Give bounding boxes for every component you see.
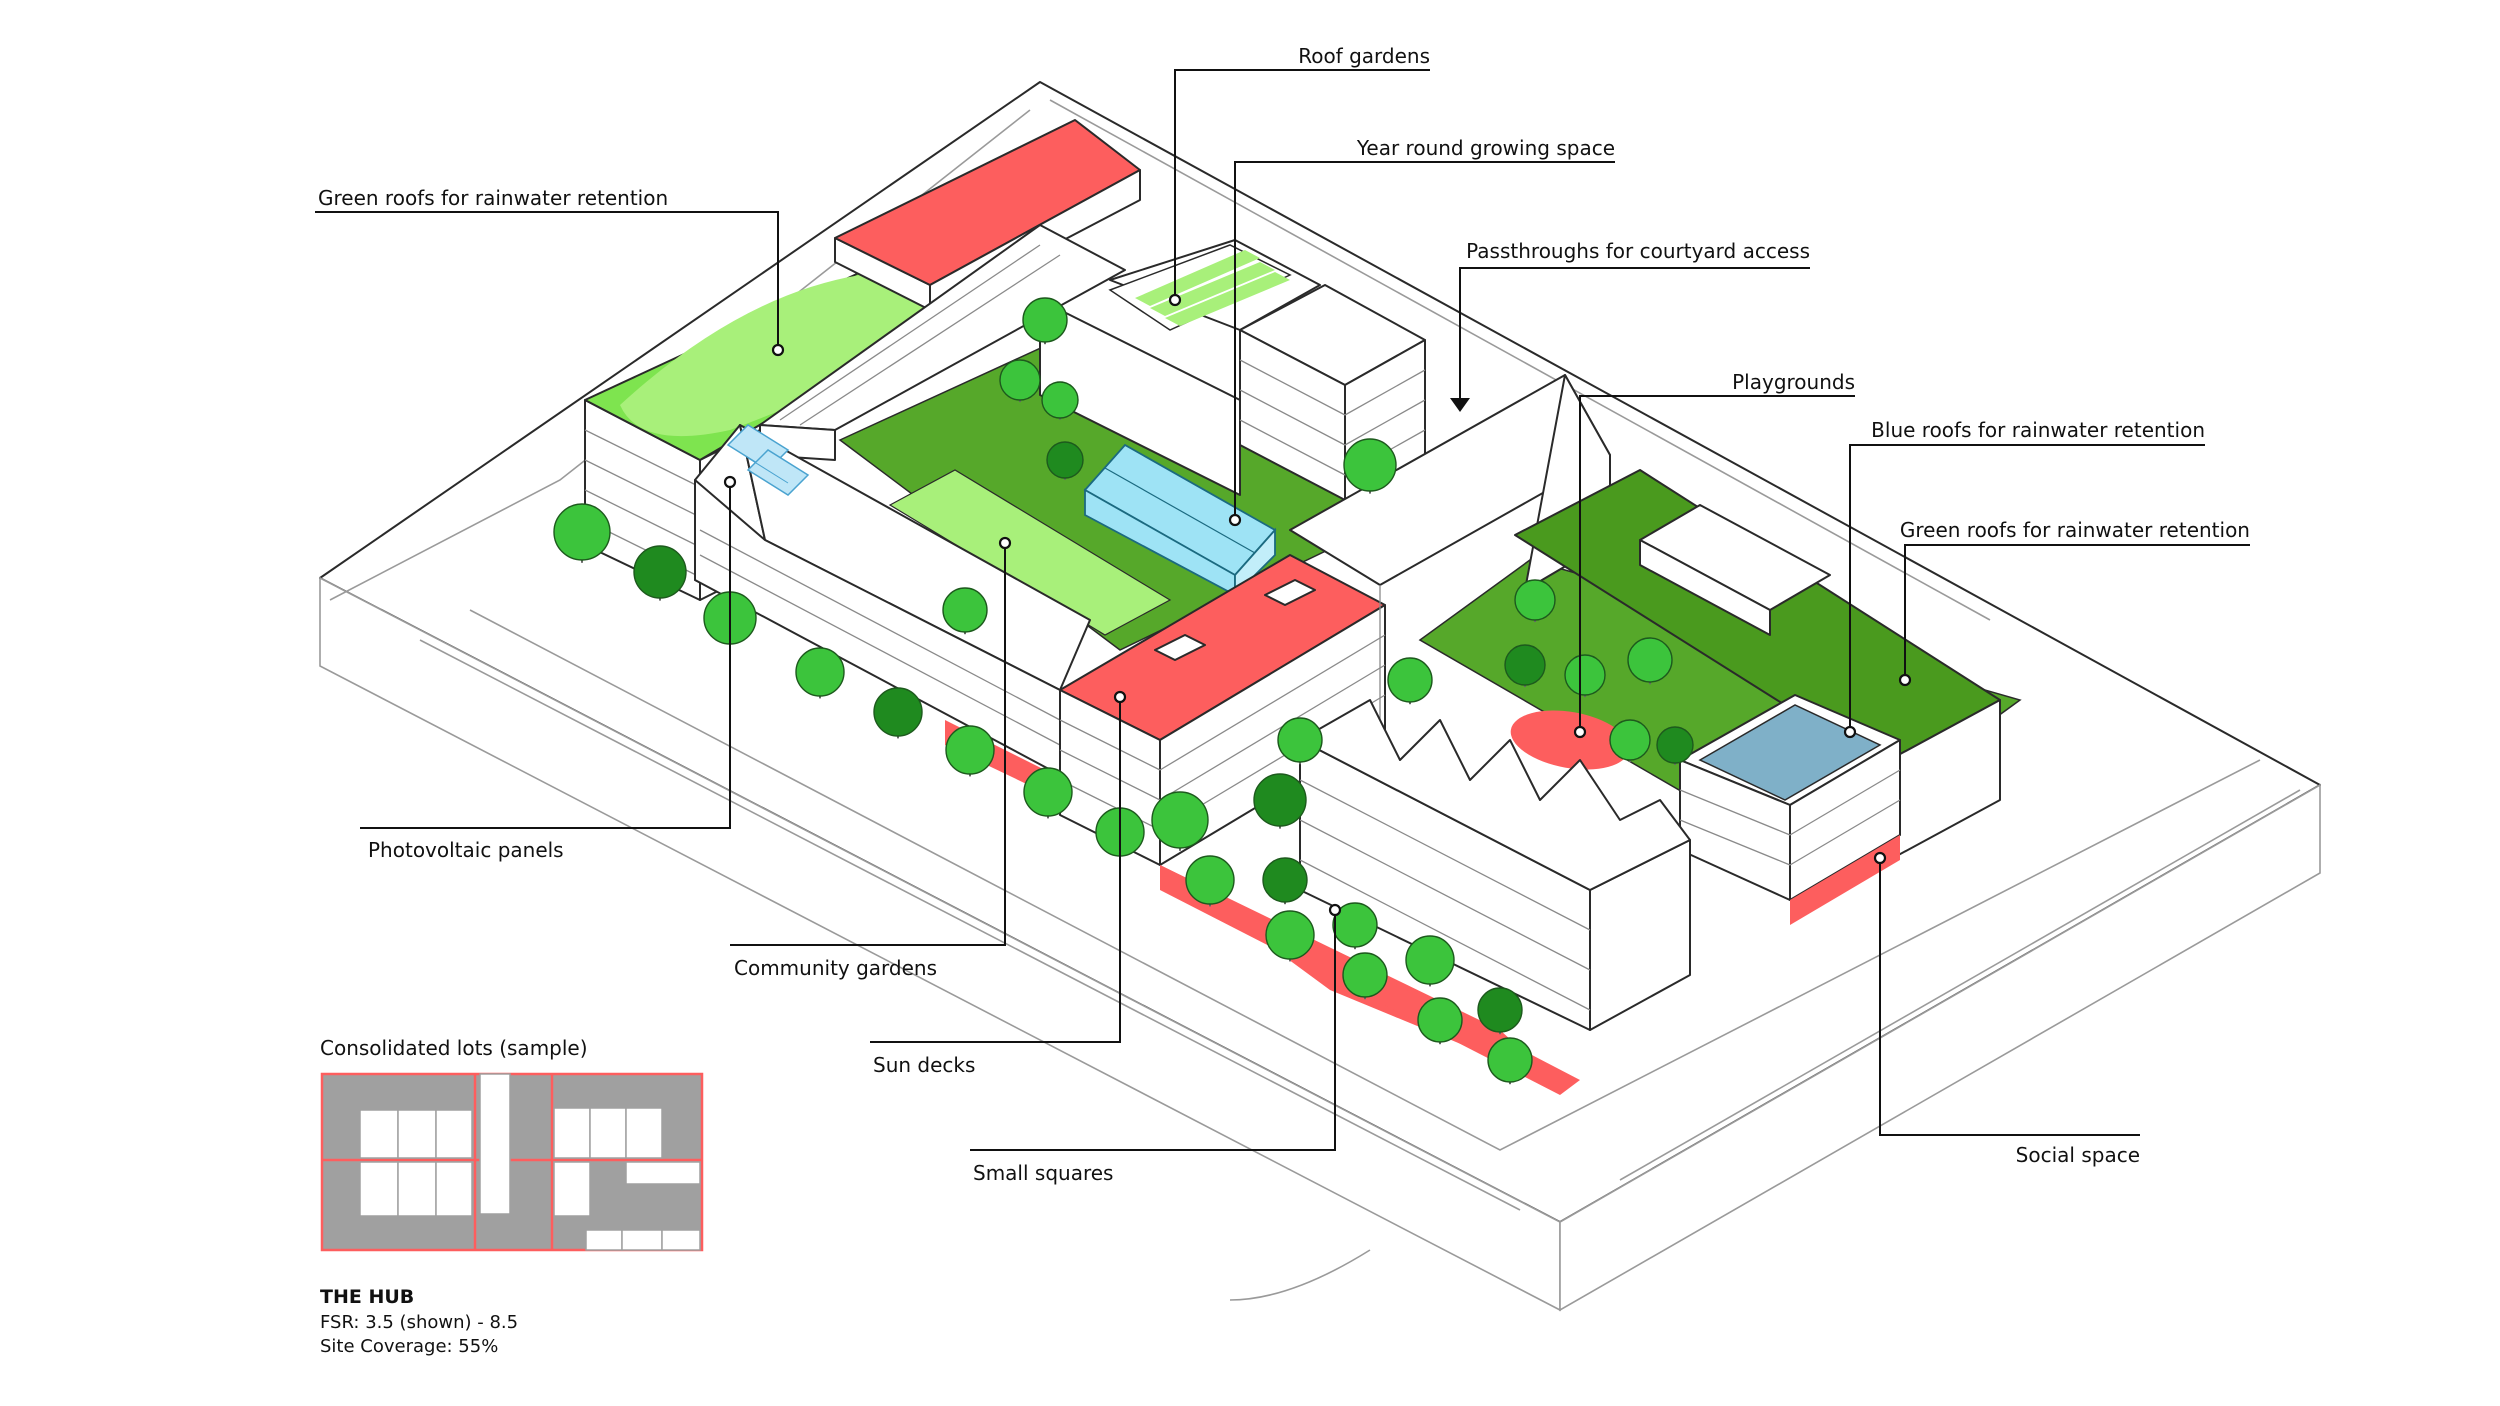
tree	[1504, 644, 1546, 687]
tree	[1343, 438, 1397, 494]
tree	[942, 587, 988, 635]
tree	[1151, 791, 1209, 851]
lots-buildings	[359, 1073, 701, 1251]
tree	[1405, 935, 1455, 987]
building-h-roof-box-face	[1639, 539, 1771, 636]
leader-passthroughs	[1459, 267, 1810, 405]
tree	[1342, 952, 1388, 1000]
label-passthroughs: Passthroughs for courtyard access	[1466, 239, 1810, 263]
building-i	[1679, 694, 1901, 925]
building-f	[1059, 554, 1386, 866]
sun-deck-box-2	[1264, 579, 1316, 606]
leader-dots	[723, 293, 1912, 917]
leader-roof-gardens	[1174, 69, 1430, 300]
street-curb-inner	[469, 609, 2261, 1151]
tree	[1609, 719, 1651, 762]
social-space-strip	[1790, 835, 1900, 925]
label-roof-gardens: Roof gardens	[1298, 44, 1430, 68]
tree	[1265, 910, 1315, 962]
tree	[1262, 857, 1308, 905]
building-h	[1514, 469, 2001, 866]
leader-photovoltaic	[360, 482, 731, 829]
playground	[1510, 710, 1630, 770]
legend-title: Consolidated lots (sample)	[320, 1036, 588, 1060]
sun-deck-box-1	[1154, 634, 1206, 661]
tree	[999, 359, 1041, 402]
leader-sun-decks	[870, 697, 1121, 1043]
tree	[795, 647, 845, 699]
tree	[1514, 579, 1556, 622]
tree	[1477, 987, 1523, 1035]
tree	[1627, 637, 1673, 685]
tree	[1046, 441, 1084, 480]
tree	[1022, 297, 1068, 345]
tree	[1564, 654, 1606, 697]
building-d	[1039, 239, 1426, 501]
leader-year-round	[1234, 161, 1615, 520]
tree	[1253, 773, 1307, 829]
hub-site-coverage: Site Coverage: 55%	[320, 1336, 499, 1357]
label-small-squares: Small squares	[973, 1161, 1113, 1185]
tree	[1185, 855, 1235, 907]
photovoltaic-panels	[726, 424, 810, 496]
label-green-roofs-right: Green roofs for rainwater retention	[1900, 518, 2250, 542]
tree	[553, 503, 611, 563]
hub-title: THE HUB	[320, 1286, 415, 1308]
building-j-floor-lines	[1299, 779, 1591, 1011]
trees	[553, 297, 1694, 1085]
street-curb-top	[1049, 99, 1991, 621]
street-curb-front	[419, 639, 1521, 1211]
street-corner-curve	[1229, 1249, 1371, 1301]
greenhouse	[1083, 443, 1277, 598]
consolidated-lots-map	[320, 1072, 704, 1252]
leader-social-space	[1879, 858, 2140, 1136]
leader-community	[730, 543, 1006, 946]
leader-green-roof-left	[315, 211, 779, 350]
label-year-round-growing: Year round growing space	[1356, 136, 1615, 160]
leader-green-roof-right	[1904, 544, 2250, 680]
building-d-face	[1039, 299, 1241, 496]
tree	[1417, 997, 1463, 1045]
leader-blue-roofs	[1849, 444, 2205, 732]
street-curb-right	[1619, 789, 2301, 1181]
lots-gray-block	[590, 1184, 700, 1230]
building-d-floor-lines	[1239, 359, 1426, 476]
callout-labels: Roof gardens Year round growing space Gr…	[318, 44, 2250, 1185]
building-f-floor-lines	[1059, 634, 1386, 831]
tree	[1487, 1037, 1533, 1085]
label-playgrounds: Playgrounds	[1732, 370, 1855, 394]
leader-lines	[315, 69, 2250, 1151]
tree	[1332, 902, 1378, 950]
tree	[1041, 381, 1079, 420]
tree	[1277, 717, 1323, 765]
tree	[1023, 767, 1073, 819]
tree	[873, 687, 923, 739]
label-photovoltaic: Photovoltaic panels	[368, 838, 564, 862]
label-sun-decks: Sun decks	[873, 1053, 975, 1077]
blue-roof	[1698, 704, 1882, 801]
label-green-roofs-left: Green roofs for rainwater retention	[318, 186, 668, 210]
tree	[1387, 657, 1433, 705]
label-community-gardens: Community gardens	[734, 956, 937, 980]
hub-fsr: FSR: 3.5 (shown) - 8.5	[320, 1312, 519, 1333]
building-i-floor-lines	[1679, 769, 1901, 866]
leader-playgrounds	[1579, 395, 1855, 732]
building-e-floor-lines	[699, 529, 1061, 746]
building-e-front	[694, 479, 1061, 776]
label-blue-roofs: Blue roofs for rainwater retention	[1871, 418, 2205, 442]
site-slab-right-face	[1559, 783, 2321, 1312]
tree	[945, 725, 995, 777]
passthrough-arrow	[1450, 398, 1470, 412]
roof-garden-beds	[1135, 250, 1290, 326]
building-j-sawtooth	[1299, 699, 1691, 891]
tree	[633, 545, 687, 601]
label-social-space: Social space	[2016, 1143, 2140, 1167]
leader-small-squares	[970, 910, 1336, 1151]
tree	[1656, 726, 1694, 765]
